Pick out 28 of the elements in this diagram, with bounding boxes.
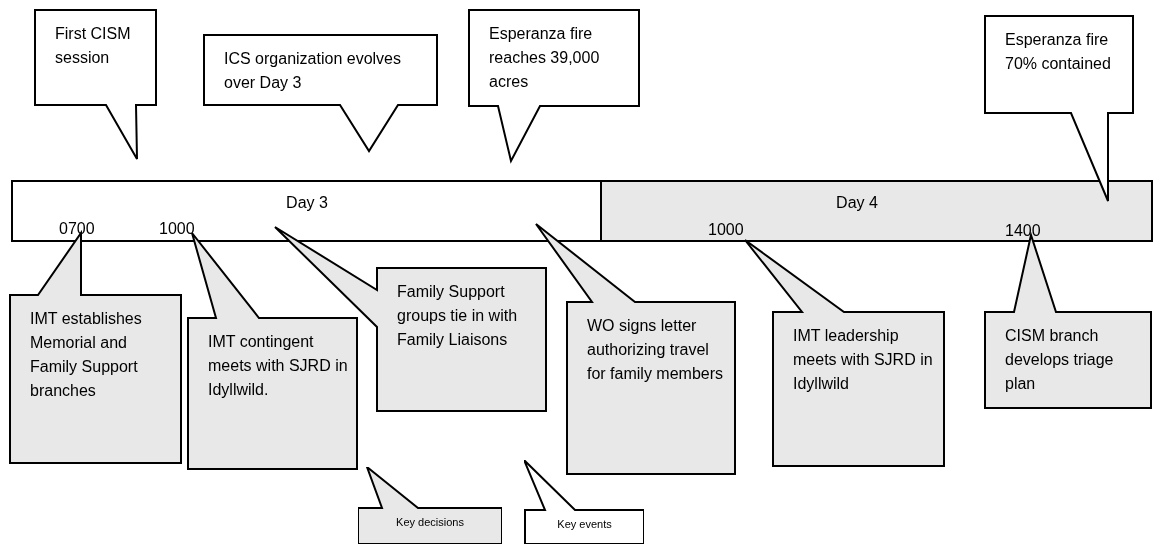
timeline-band (600, 180, 1153, 242)
callout-text: Family Support groups tie in with Family Liaisons (396, 282, 519, 350)
legend-label: Key decisions (396, 516, 464, 528)
callout-text: IMT establishes Memorial and Family Support branches (29, 309, 143, 401)
callout-text: First CISM session (54, 24, 132, 68)
day-label: Day 4 (836, 194, 878, 212)
callout-text: IMT leadership meets with SJRD in Idyllwild (792, 326, 934, 394)
callout-box (745, 240, 944, 466)
time-label: 0700 (59, 220, 95, 238)
callout-box (35, 10, 156, 159)
callout-box (469, 10, 639, 161)
callout-text: IMT contingent meets with SJRD in Idyllwild. (207, 332, 349, 400)
callout-text: Esperanza fire 70% contained (1004, 30, 1112, 74)
timeline-band (11, 180, 602, 242)
callout-box (188, 233, 357, 469)
time-label: 1000 (159, 220, 195, 238)
day-label: Day 3 (286, 194, 328, 212)
callout-box (10, 233, 181, 463)
callout-box (204, 35, 437, 151)
callout-text: ICS organization evolves over Day 3 (223, 49, 402, 93)
callout-box (985, 16, 1133, 201)
time-label: 1000 (708, 221, 744, 239)
callout-text: Esperanza fire reaches 39,000 acres (488, 24, 601, 92)
callout-box (985, 235, 1151, 408)
callout-text: WO signs letter authorizing travel for family members (586, 316, 725, 384)
time-label: 1400 (1005, 222, 1041, 240)
callout-text: CISM branch develops triage plan (1004, 326, 1115, 394)
legend-label: Key events (557, 518, 612, 530)
